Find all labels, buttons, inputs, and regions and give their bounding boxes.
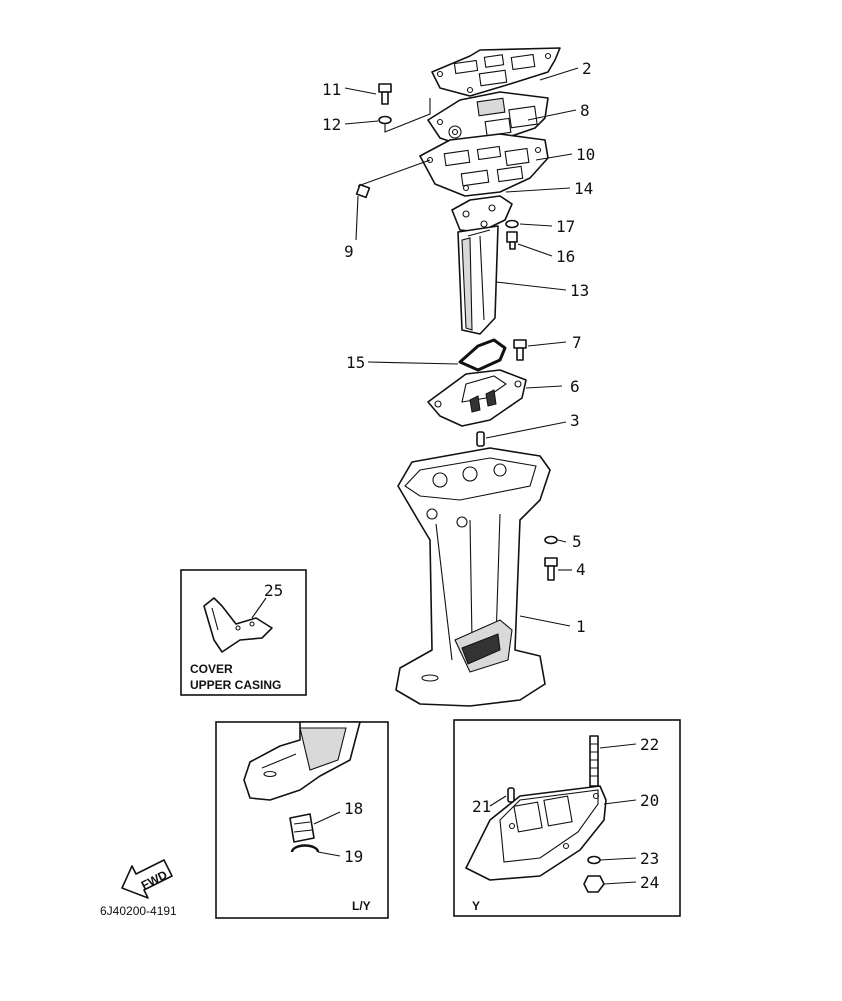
part-4-bolt <box>544 557 558 581</box>
part-3-dowel-pin <box>476 431 485 447</box>
inset-y: 22 20 21 23 24 Y <box>453 719 681 917</box>
label-13: 13 <box>570 281 589 300</box>
part-14-guide-flange <box>451 195 513 233</box>
part-9-grommet <box>355 183 371 199</box>
label-11: 11 <box>322 80 341 99</box>
inset-y-label: Y <box>472 899 480 913</box>
part-12-washer <box>378 98 431 133</box>
label-15: 15 <box>346 353 365 372</box>
label-19: 19 <box>344 847 363 866</box>
label-21: 21 <box>472 797 491 816</box>
inset-ly-label: L/Y <box>352 899 371 913</box>
part-13-exhaust-pipe <box>457 225 499 335</box>
label-6: 6 <box>570 377 580 396</box>
inset-ly: 18 19 L/Y <box>215 721 389 919</box>
label-14: 14 <box>574 179 593 198</box>
label-5: 5 <box>572 532 582 551</box>
label-17: 17 <box>556 217 575 236</box>
part-2-gasket <box>431 47 561 97</box>
fwd-arrow-icon: FWD <box>121 859 173 899</box>
part-8-plate <box>427 91 549 149</box>
label-8: 8 <box>580 101 590 120</box>
label-20: 20 <box>640 791 659 810</box>
label-7: 7 <box>572 333 582 352</box>
label-2: 2 <box>582 59 592 78</box>
drawing-code: 6J40200-4191 <box>100 904 177 918</box>
cover-caption-line1: COVER <box>190 662 233 676</box>
label-25: 25 <box>264 581 283 600</box>
label-3: 3 <box>570 411 580 430</box>
label-9: 9 <box>344 242 354 261</box>
label-1: 1 <box>576 617 586 636</box>
part-16-bolt <box>506 231 518 250</box>
part-1-upper-casing <box>395 447 551 707</box>
label-16: 16 <box>556 247 575 266</box>
label-18: 18 <box>344 799 363 818</box>
label-12: 12 <box>322 115 341 134</box>
part-number-labels: 11 12 2 8 10 14 17 16 13 9 15 7 6 3 5 4 … <box>322 59 595 636</box>
part-7-bolt <box>513 339 527 361</box>
part-15-seal-ring <box>458 338 507 372</box>
label-23: 23 <box>640 849 659 868</box>
part-17-washer <box>505 219 519 229</box>
leader-lines <box>344 67 579 627</box>
label-22: 22 <box>640 735 659 754</box>
part-10-gasket <box>419 133 549 197</box>
label-24: 24 <box>640 873 659 892</box>
inset-cover-upper-casing: 25 COVER UPPER CASING <box>180 569 307 696</box>
part-6-exhaust-base <box>427 369 527 427</box>
label-10: 10 <box>576 145 595 164</box>
part-11-bolt <box>378 83 392 105</box>
label-4: 4 <box>576 560 586 579</box>
cover-caption-line2: UPPER CASING <box>190 678 281 692</box>
part-5-washer <box>544 535 558 545</box>
